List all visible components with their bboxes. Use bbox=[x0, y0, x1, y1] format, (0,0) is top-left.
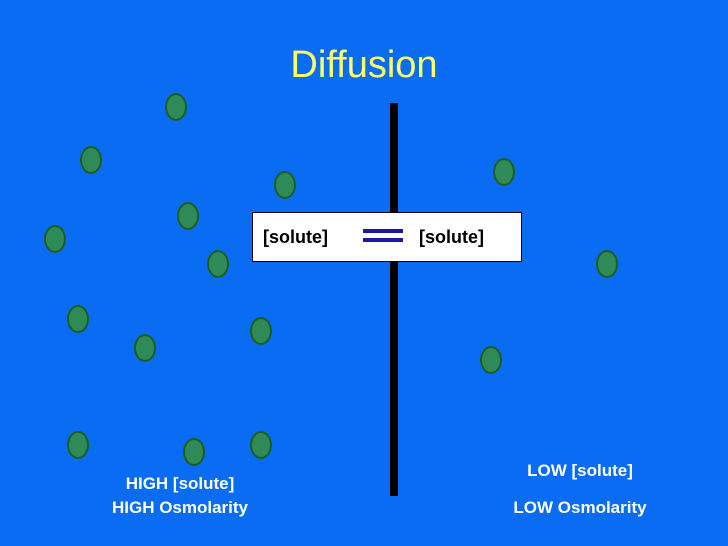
equals-sign bbox=[363, 227, 403, 245]
left-concentration-label: HIGH [solute] bbox=[90, 474, 270, 494]
equation-box: [solute] [solute] bbox=[252, 212, 522, 262]
solute-particle bbox=[596, 250, 618, 278]
equation-left-term: [solute] bbox=[263, 227, 328, 247]
right-concentration-label: LOW [solute] bbox=[490, 461, 670, 481]
equation-right-term: [solute] bbox=[419, 227, 484, 247]
solute-particle bbox=[207, 250, 229, 278]
solute-particle bbox=[274, 171, 296, 199]
solute-particle bbox=[80, 146, 102, 174]
slide-title: Diffusion bbox=[290, 44, 438, 86]
left-osmolarity-label-wrap: HIGH Osmolarity bbox=[90, 498, 270, 518]
solute-particle bbox=[44, 225, 66, 253]
right-osmolarity-label: LOW Osmolarity bbox=[513, 498, 647, 517]
solute-particle bbox=[67, 305, 89, 333]
right-solute-label: LOW [solute] bbox=[527, 461, 633, 480]
solute-particle bbox=[67, 431, 89, 459]
solute-particle bbox=[480, 346, 502, 374]
solute-particle bbox=[493, 158, 515, 186]
solute-particle bbox=[134, 334, 156, 362]
solute-particle bbox=[250, 317, 272, 345]
right-osmolarity-label-wrap: LOW Osmolarity bbox=[490, 498, 670, 518]
solute-particle bbox=[165, 93, 187, 121]
solute-particle bbox=[183, 438, 205, 466]
left-solute-label: HIGH [solute] bbox=[125, 474, 235, 493]
solute-particle bbox=[177, 202, 199, 230]
left-osmolarity-label: HIGH Osmolarity bbox=[111, 498, 249, 517]
membrane bbox=[390, 103, 398, 496]
solute-particle bbox=[250, 431, 272, 459]
